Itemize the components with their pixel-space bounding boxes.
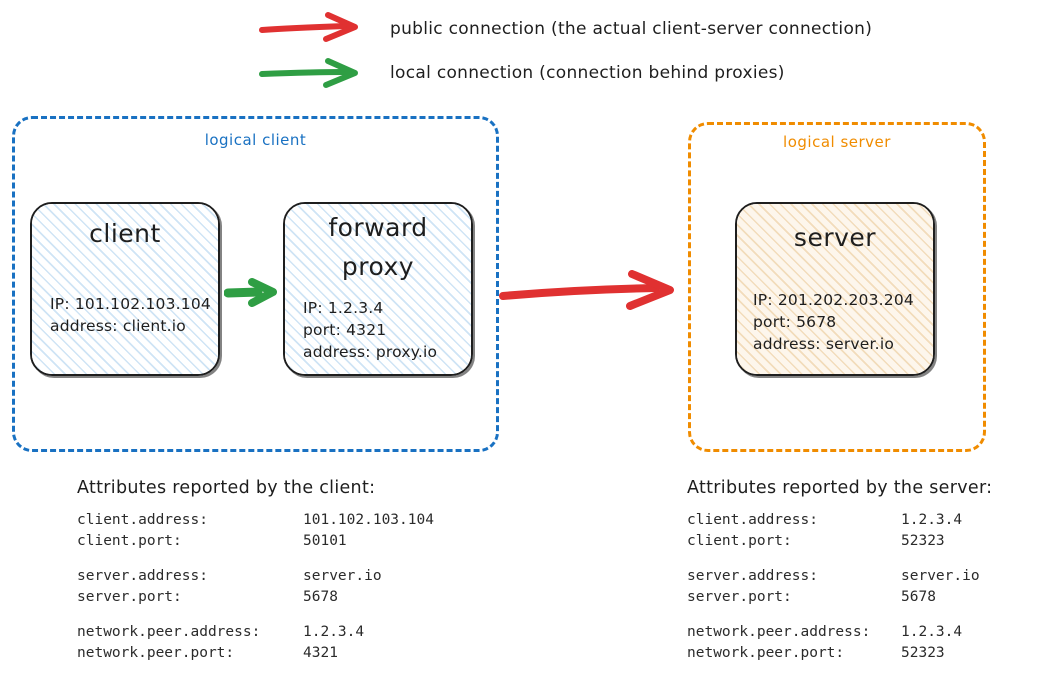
client-attributes-block: Attributes reported by the client: clien… [77, 478, 434, 664]
table-row: server.port: 5678 [687, 587, 980, 608]
node-client-address: address: client.io [50, 317, 186, 336]
server-attributes-block: Attributes reported by the server: clien… [687, 478, 992, 664]
logical-client-container: logical client [12, 116, 499, 452]
table-row-spacer [77, 552, 434, 566]
attr-key: client.address: [687, 512, 818, 528]
attr-key: server.port: [77, 589, 182, 606]
hatch-pattern-orange [737, 204, 933, 374]
legend-item-public: public connection (the actual client-ser… [258, 12, 872, 46]
table-row-spacer [77, 608, 434, 622]
attr-key: network.peer.port: [77, 645, 235, 662]
logical-server-label: logical server [783, 133, 891, 151]
table-row: server.port: 5678 [77, 587, 434, 608]
attr-key: server.port: [687, 589, 792, 606]
node-proxy-title-line2: proxy [341, 252, 415, 282]
node-forward-proxy: forward proxy IP: 1.2.3.4 port: 4321 add… [283, 202, 473, 376]
attr-key: network.peer.address: [77, 624, 261, 641]
logical-server-container: logical server [688, 122, 986, 452]
node-proxy-title-line1: forward [328, 213, 428, 242]
node-server: server IP: 201.202.203.204 port: 5678 ad… [735, 202, 935, 376]
attr-value: 5678 [303, 589, 338, 606]
green-arrow-icon [259, 58, 358, 88]
node-server-ip: IP: 201.202.203.204 [753, 291, 914, 310]
node-server-port: port: 5678 [753, 313, 837, 332]
table-row: client.port: 52323 [687, 531, 980, 552]
hatch-pattern-blue [285, 204, 471, 374]
table-row: network.peer.address: 1.2.3.4 [77, 622, 434, 643]
table-row: client.address: 101.102.103.104 [77, 510, 434, 531]
attr-value: 52323 [901, 533, 945, 550]
legend-item-local: local connection (connection behind prox… [258, 56, 785, 90]
node-client-ip: IP: 101.102.103.104 [50, 295, 211, 314]
attr-value: 4321 [303, 645, 338, 662]
node-proxy-ip: IP: 1.2.3.4 [303, 298, 384, 317]
attr-value: 1.2.3.4 [901, 624, 963, 641]
attr-key: client.address: [77, 512, 208, 528]
table-row: server.address: server.io [77, 566, 434, 587]
attr-key: client.port: [77, 533, 182, 550]
attr-key: network.peer.address: [687, 624, 871, 641]
table-row: client.address: 1.2.3.4 [687, 510, 980, 531]
node-server-details: IP: 201.202.203.204 port: 5678 address: … [737, 253, 933, 355]
table-row-spacer [687, 552, 980, 566]
table-row: network.peer.port: 4321 [77, 643, 434, 664]
server-attributes-table: client.address: 1.2.3.4 client.port: 523… [687, 510, 980, 664]
legend-label-local: local connection (connection behind prox… [390, 63, 785, 83]
attr-key: network.peer.port: [687, 645, 845, 662]
attr-value: 101.102.103.104 [303, 512, 434, 528]
node-client-details: IP: 101.102.103.104 address: client.io [32, 249, 218, 337]
table-row-spacer [687, 608, 980, 622]
table-row: network.peer.port: 52323 [687, 643, 980, 664]
node-server-address: address: server.io [753, 335, 895, 354]
green-arrow-icon [224, 278, 277, 307]
logical-client-label: logical client [204, 131, 307, 149]
client-attributes-table: client.address: 101.102.103.104 client.p… [77, 510, 434, 664]
legend-label-public: public connection (the actual client-ser… [390, 19, 873, 39]
client-attributes-heading: Attributes reported by the client: [77, 478, 376, 498]
attr-value: 52323 [901, 645, 945, 662]
attr-value: 1.2.3.4 [303, 624, 365, 641]
attr-value: 5678 [901, 589, 936, 606]
node-server-title: server [793, 223, 877, 252]
attr-value: server.io [303, 568, 382, 585]
attr-value: 1.2.3.4 [901, 512, 963, 528]
table-row: client.port: 50101 [77, 531, 434, 552]
attr-key: client.port: [687, 533, 792, 550]
attr-value: server.io [901, 568, 980, 585]
hatch-pattern-blue [32, 204, 218, 374]
node-proxy-details: IP: 1.2.3.4 port: 4321 address: proxy.io [285, 283, 471, 363]
table-row: network.peer.address: 1.2.3.4 [687, 622, 980, 643]
node-client-title: client [89, 219, 161, 248]
server-attributes-heading: Attributes reported by the server: [687, 478, 993, 498]
node-proxy-port: port: 4321 [303, 320, 387, 339]
table-row: server.address: server.io [687, 566, 980, 587]
red-arrow-icon [499, 270, 674, 310]
red-arrow-icon [259, 12, 358, 42]
attr-key: server.address: [77, 568, 208, 585]
attr-key: server.address: [687, 568, 818, 585]
node-proxy-address: address: proxy.io [303, 342, 438, 361]
node-client: client IP: 101.102.103.104 address: clie… [30, 202, 220, 376]
attr-value: 50101 [303, 533, 347, 550]
